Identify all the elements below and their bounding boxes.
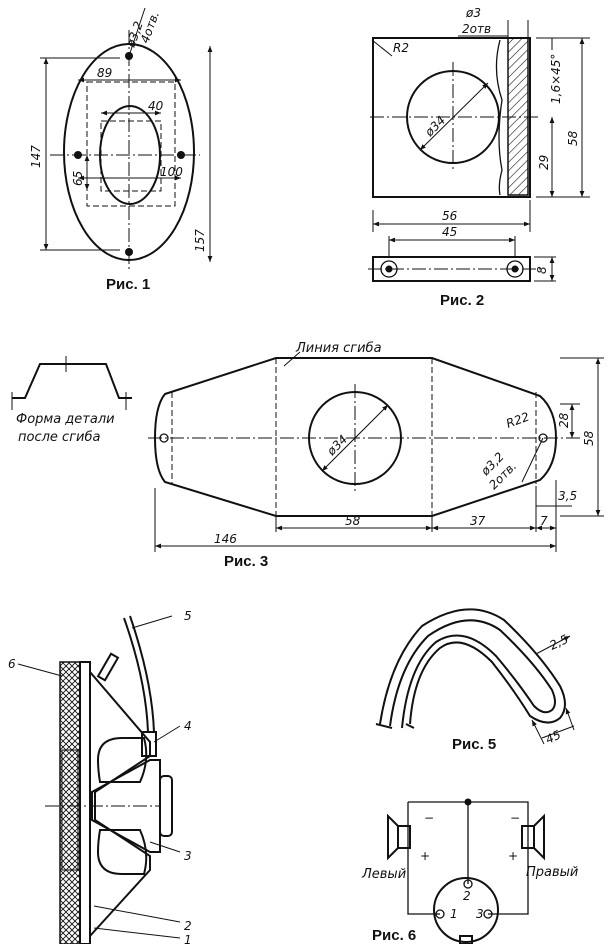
fig5-loop-inner bbox=[389, 619, 556, 729]
fig2-dim-height: 58 bbox=[566, 130, 580, 146]
fig1-hole-bottom bbox=[125, 248, 133, 256]
fig1-dim-inner-width: 40 bbox=[148, 99, 164, 113]
fig3-dim-height: 58 bbox=[582, 430, 596, 446]
fig4-magnet-upper bbox=[96, 737, 148, 783]
fig1-dim-span: 100 bbox=[160, 165, 183, 179]
fig4-clamp bbox=[141, 731, 157, 757]
fig2-section-hatch bbox=[507, 37, 529, 196]
fig3-bent-form bbox=[12, 363, 132, 399]
fig4-screw bbox=[96, 652, 120, 682]
fig6-minus-left: − bbox=[424, 811, 434, 825]
fig3-dim-side: 37 bbox=[470, 514, 486, 528]
fig2-dim-thickness: 8 bbox=[535, 266, 549, 274]
fig6-minus-right: − bbox=[510, 811, 520, 825]
fig6-connector bbox=[433, 877, 499, 943]
fig1-dim-inner-height: 65 bbox=[71, 171, 85, 186]
fig3-dim-middle: 58 bbox=[345, 514, 361, 528]
fig5-dim-width: 2,5 bbox=[547, 632, 570, 653]
fig3-radius: R22 bbox=[504, 410, 531, 431]
fig2-radius: R2 bbox=[393, 41, 409, 55]
figure-5: 2,5 45 Рис. 5 bbox=[375, 608, 575, 753]
fig1-dim-height: 147 bbox=[29, 145, 43, 168]
fig3-dim-edge: 7 bbox=[540, 514, 548, 528]
fig2-hole-count: 2отв bbox=[462, 22, 491, 36]
fig4-cable bbox=[123, 617, 149, 733]
fig4-label-6: 6 bbox=[8, 657, 16, 671]
fig6-pin-3: 3 bbox=[476, 907, 484, 921]
fig2-plate-outline bbox=[372, 37, 531, 198]
fig1-dim-width-top: 89 bbox=[97, 66, 112, 80]
fig6-pin-2: 2 bbox=[463, 889, 471, 903]
fig1-hole-right bbox=[177, 151, 185, 159]
fig4-label-1: 1 bbox=[184, 933, 192, 944]
fig4-label-2: 2 bbox=[184, 919, 192, 933]
fig3-form-label-2: после сгиба bbox=[18, 430, 100, 445]
fig2-dim-chamfer: 1,6×45° bbox=[549, 54, 563, 104]
figure-3: Форма детали после сгиба 146 58 37 bbox=[11, 341, 604, 570]
figure-6: − + − + Левый Правый 1 2 3 Рис. 6 bbox=[361, 798, 578, 944]
fig5-loop-outer bbox=[379, 608, 566, 725]
fig5-caption: Рис. 5 bbox=[452, 736, 496, 753]
fig6-right-label: Правый bbox=[526, 865, 578, 880]
fig6-pin-1: 1 bbox=[450, 907, 458, 921]
fig4-bracket bbox=[89, 671, 151, 937]
fig6-plus-left: + bbox=[420, 849, 430, 863]
fig6-left-speaker bbox=[397, 825, 411, 849]
figure-4: 5 4 3 2 1 6 bbox=[8, 609, 192, 944]
fig5-dim-height: 45 bbox=[543, 728, 563, 747]
fig3-dim-total: 146 bbox=[214, 532, 237, 546]
fig3-circle-label: ø34 bbox=[324, 432, 351, 459]
fig3-blank-outline bbox=[153, 357, 558, 517]
fig4-front-panel bbox=[59, 661, 81, 944]
fig4-label-4: 4 bbox=[184, 719, 192, 733]
fig2-hole-label: ø3 bbox=[465, 6, 481, 20]
fig4-magnet-lower bbox=[96, 829, 148, 875]
fig6-left-label: Левый bbox=[361, 867, 406, 882]
fig4-label-5: 5 bbox=[184, 609, 192, 623]
fig3-caption: Рис. 3 bbox=[224, 553, 268, 570]
fig1-hole-left bbox=[74, 151, 82, 159]
fig1-hidden-rect-outer bbox=[86, 81, 176, 207]
fig6-caption: Рис. 6 bbox=[372, 927, 416, 944]
fig3-form-label-1: Форма детали bbox=[16, 412, 115, 427]
fig1-caption: Рис. 1 bbox=[106, 276, 150, 293]
fig3-dim-small: 3,5 bbox=[558, 489, 577, 503]
fig4-label-3: 3 bbox=[184, 849, 192, 863]
fig2-dim-span: 45 bbox=[442, 225, 457, 239]
figure-2: 56 45 58 29 1,6×45° 8 ø3 2отв R2 ø34 Рис… bbox=[368, 6, 590, 309]
fig1-dim-height2: 157 bbox=[193, 229, 207, 252]
fig6-plus-right: + bbox=[508, 849, 518, 863]
fig1-hidden-rect-inner bbox=[100, 120, 162, 192]
figure-1: 147 157 89 40 65 100 ø3,2 4отв. Рис. 1 bbox=[29, 7, 213, 293]
fig2-dim-width: 56 bbox=[442, 209, 458, 223]
fig3-dim-half: 28 bbox=[557, 412, 571, 428]
fig2-caption: Рис. 2 bbox=[440, 292, 484, 309]
fig4-speaker-cone bbox=[91, 759, 161, 853]
fig6-right-speaker bbox=[521, 825, 535, 849]
fig2-dim-half: 29 bbox=[537, 155, 551, 170]
fig3-bend-line: Линия сгиба bbox=[295, 341, 382, 356]
